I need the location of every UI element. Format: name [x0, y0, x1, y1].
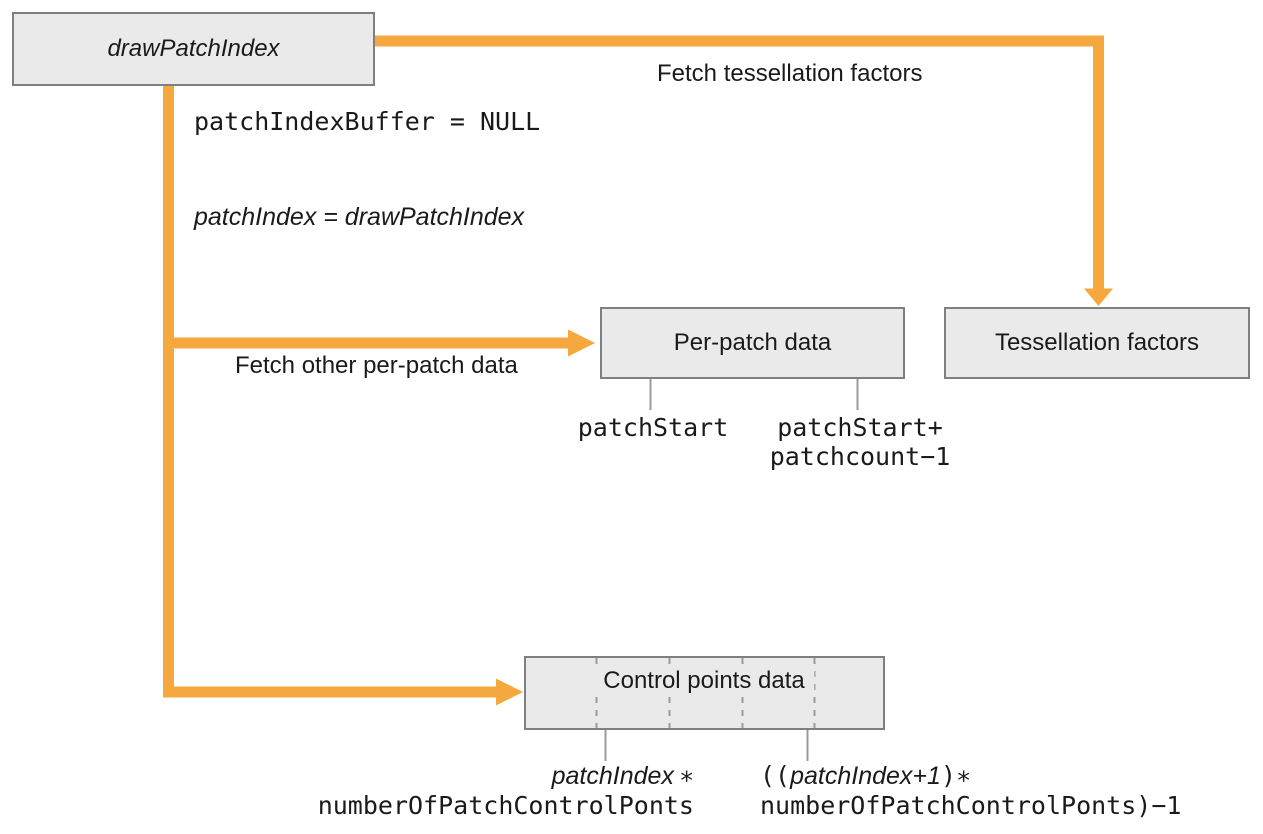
control-start-line2: numberOfPatchControlPonts	[317, 791, 694, 820]
fetch-tessellation-arrowhead-icon	[1084, 288, 1113, 306]
control-end-var: patchIndex+1	[790, 762, 941, 790]
control-points-data-label: Control points data	[593, 667, 815, 695]
control-start-line1: patchIndex∗	[318, 761, 694, 791]
per-patch-data-box: Per-patch data	[600, 307, 905, 379]
patch-end-label: patchStart+ patchcount−1	[770, 413, 951, 471]
control-end-label: ((patchIndex+1)∗ numberOfPatchControlPon…	[760, 761, 1181, 820]
control-end-line2: numberOfPatchControlPonts)−1	[760, 791, 1182, 820]
patch-index-assign-label: patchIndex = drawPatchIndex	[194, 203, 525, 231]
per-patch-data-label: Per-patch data	[673, 329, 832, 356]
control-end-line1: ((patchIndex+1)∗	[760, 761, 1181, 791]
patch-start-label: patchStart	[577, 413, 729, 442]
tessellation-factors-box: Tessellation factors	[944, 307, 1250, 379]
control-start-label: patchIndex∗ numberOfPatchControlPonts	[318, 761, 694, 820]
patch-index-buffer-label: patchIndexBuffer = NULL	[194, 107, 541, 136]
fetch-tessellation-label: Fetch tessellation factors	[657, 60, 923, 87]
draw-patch-index-label: drawPatchIndex	[107, 35, 280, 62]
per-patch-arrowhead-icon	[568, 329, 595, 357]
patch-end-line2: patchcount−1	[769, 442, 951, 471]
control-end-close-paren: )∗	[940, 761, 972, 790]
draw-patch-index-box: drawPatchIndex	[12, 12, 375, 86]
patch-end-line1: patchStart+	[777, 413, 943, 442]
fetch-per-patch-label: Fetch other per-patch data	[235, 352, 518, 379]
control-end-open-paren: ((	[760, 761, 791, 790]
tessellation-factors-label: Tessellation factors	[994, 329, 1200, 356]
control-start-asterisk: ∗	[678, 761, 694, 790]
control-points-arrowhead-icon	[496, 678, 523, 706]
control-points-arrow-line	[163, 86, 496, 698]
control-start-var: patchIndex	[551, 762, 674, 790]
